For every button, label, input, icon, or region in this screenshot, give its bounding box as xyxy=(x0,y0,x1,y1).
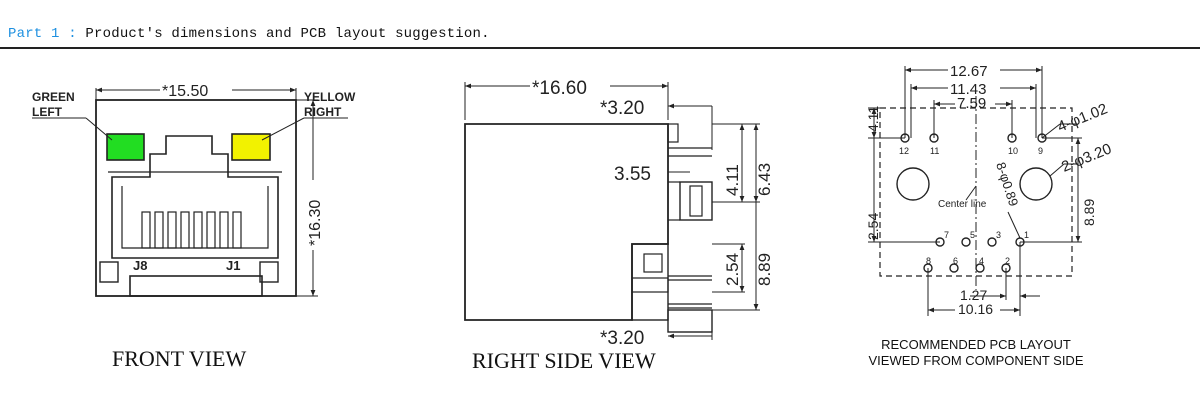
section-description: Product's dimensions and PCB layout sugg… xyxy=(85,26,490,42)
pcb-dim-11-43: 11.43 xyxy=(950,81,986,98)
side-dim-2-54: 2.54 xyxy=(723,253,742,286)
pin-number: 8 xyxy=(926,256,931,266)
pcb-dim-1-27: 1.27 xyxy=(960,287,987,303)
front-view-caption: FRONT VIEW xyxy=(112,346,246,371)
green-label-2: LEFT xyxy=(32,105,63,119)
pin-number: 6 xyxy=(953,256,958,266)
pin-number: 5 xyxy=(970,230,975,240)
side-dim-3-20-bottom: *3.20 xyxy=(600,328,644,349)
yellow-led xyxy=(231,133,271,161)
yellow-label-2: RIGHT xyxy=(304,105,342,119)
side-dim-4-11: 4.11 xyxy=(723,164,742,196)
pin-number: 11 xyxy=(930,146,939,156)
side-view-caption: RIGHT SIDE VIEW xyxy=(472,348,656,373)
pcb-dim-10-16: 10.16 xyxy=(958,301,993,317)
side-dim-16-60: *16.60 xyxy=(532,78,587,99)
pcb-dim-1-02: 4-φ1.02 xyxy=(1055,100,1110,135)
pin-number: 4 xyxy=(979,256,984,266)
pin-number: 12 xyxy=(899,146,909,156)
pin-number: 10 xyxy=(1008,146,1018,156)
pcb-caption-line-1: RECOMMENDED PCB LAYOUT xyxy=(881,337,1071,352)
green-label-1: GREEN xyxy=(32,90,75,104)
pin-j8-label: J8 xyxy=(133,258,147,273)
part-label: Part 1 : xyxy=(8,26,77,42)
side-dim-6-43: 6.43 xyxy=(755,163,774,196)
green-led xyxy=(106,133,145,161)
pcb-dim-7-59: 7.59 xyxy=(957,95,986,112)
pcb-dim-8-89: 8.89 xyxy=(1081,199,1097,226)
side-dim-3-20-top: *3.20 xyxy=(600,98,644,119)
pin-number: 2 xyxy=(1005,256,1010,266)
pcb-caption-line-2: VIEWED FROM COMPONENT SIDE xyxy=(869,353,1084,368)
pcb-layout xyxy=(868,66,1082,316)
side-view xyxy=(464,82,760,340)
yellow-label-1: YELLOW xyxy=(304,90,356,104)
pin-number: 9 xyxy=(1038,146,1043,156)
pcb-dim-4-11: 4.11 xyxy=(865,106,881,132)
pin-number: 3 xyxy=(996,230,1001,240)
pcb-dim-0-89: 8-φ0.89 xyxy=(993,160,1021,208)
front-view xyxy=(32,87,348,297)
pcb-centerline-label: Center line xyxy=(938,199,987,210)
side-dim-8-89: 8.89 xyxy=(755,253,774,286)
header-divider xyxy=(0,47,1200,49)
pin-number: 7 xyxy=(944,230,949,240)
pcb-dim-2-54: 2.54 xyxy=(865,213,881,240)
pin-number: 1 xyxy=(1024,230,1029,240)
pin-j1-label: J1 xyxy=(226,258,240,273)
pcb-dim-12-67: 12.67 xyxy=(950,63,988,80)
side-dim-3-55: 3.55 xyxy=(614,164,651,185)
front-height-dim: *16.30 xyxy=(307,200,324,246)
section-header: Part 1 : Product's dimensions and PCB la… xyxy=(8,26,490,42)
front-width-dim: *15.50 xyxy=(162,83,208,100)
pcb-dim-3-20: 2-φ3.20 xyxy=(1059,140,1114,175)
